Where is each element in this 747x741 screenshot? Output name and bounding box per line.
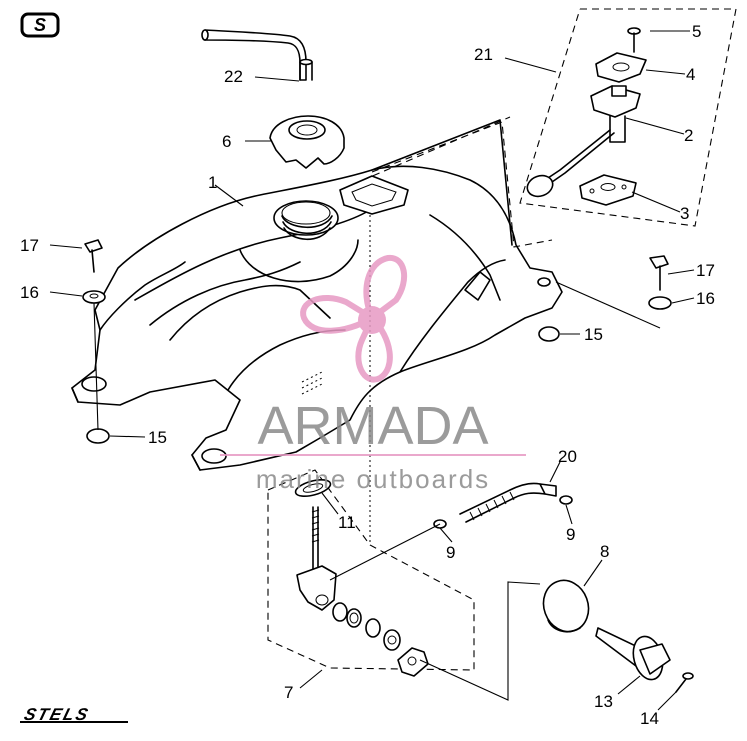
callout-21: 21 xyxy=(474,45,493,64)
filter-part-13 xyxy=(595,627,671,681)
callout-9-right: 9 xyxy=(566,525,575,544)
callout-7: 7 xyxy=(284,683,293,702)
callout-labels: 1 2 3 4 5 6 7 8 9 9 11 13 14 15 15 16 16… xyxy=(20,22,715,728)
callout-9-left: 9 xyxy=(446,543,455,562)
watermark-subtitle: marine outboards xyxy=(256,464,490,494)
hose-clamp-part-9-right xyxy=(559,495,573,505)
fuel-hose-part-20 xyxy=(459,482,557,523)
propeller-logo xyxy=(300,254,408,383)
callout-17-left: 17 xyxy=(20,236,39,255)
gasket-part-11 xyxy=(294,478,332,498)
callout-8: 8 xyxy=(600,542,609,561)
footer-logo-text: STELS xyxy=(22,704,92,724)
sender-unit-part-2 xyxy=(526,85,641,198)
callout-16-left: 16 xyxy=(20,283,39,302)
fuel-cap-part-6 xyxy=(269,115,345,169)
callout-leaders xyxy=(49,30,695,711)
callout-17-right: 17 xyxy=(696,261,715,280)
bolt-part-5 xyxy=(627,27,641,53)
connector-line xyxy=(419,581,541,701)
grommet-part-15-right xyxy=(538,326,560,342)
brand-badge: S xyxy=(20,12,60,38)
grommet-part-15-left xyxy=(86,428,110,444)
cap-part-8 xyxy=(542,579,590,633)
callout-4: 4 xyxy=(686,65,695,84)
sender-mount-outline xyxy=(339,116,553,248)
callout-11: 11 xyxy=(338,513,356,532)
washer-part-16-left xyxy=(82,290,106,304)
fuel-gauge-group xyxy=(519,8,737,227)
callout-2: 2 xyxy=(684,126,693,145)
bolt-part-17-left xyxy=(84,239,103,273)
callout-15-left: 15 xyxy=(148,428,167,447)
gasket-part-3 xyxy=(579,174,637,206)
bolt-part-17-right xyxy=(649,255,669,291)
breather-hose-part-22 xyxy=(201,29,313,81)
fuel-tank-part-1 xyxy=(71,165,563,471)
callout-22: 22 xyxy=(224,67,243,86)
callout-1: 1 xyxy=(208,173,217,192)
callout-3: 3 xyxy=(680,204,689,223)
watermark-title: ARMADA xyxy=(257,396,488,456)
callout-6: 6 xyxy=(222,132,231,151)
brand-badge-letter: S xyxy=(34,15,46,35)
screw-part-14 xyxy=(675,672,694,693)
footer-logo: STELS xyxy=(20,704,128,724)
callout-14: 14 xyxy=(640,709,659,728)
callout-15-right: 15 xyxy=(584,325,603,344)
washer-part-16-right xyxy=(648,296,672,310)
fuel-cock-group-part-7 xyxy=(267,469,475,677)
callout-5: 5 xyxy=(692,22,701,41)
callout-16-right: 16 xyxy=(696,289,715,308)
watermark: ARMADA marine outboards xyxy=(220,254,526,494)
callout-20: 20 xyxy=(558,447,577,466)
cover-plate-part-4 xyxy=(595,52,647,83)
callout-13: 13 xyxy=(594,692,613,711)
